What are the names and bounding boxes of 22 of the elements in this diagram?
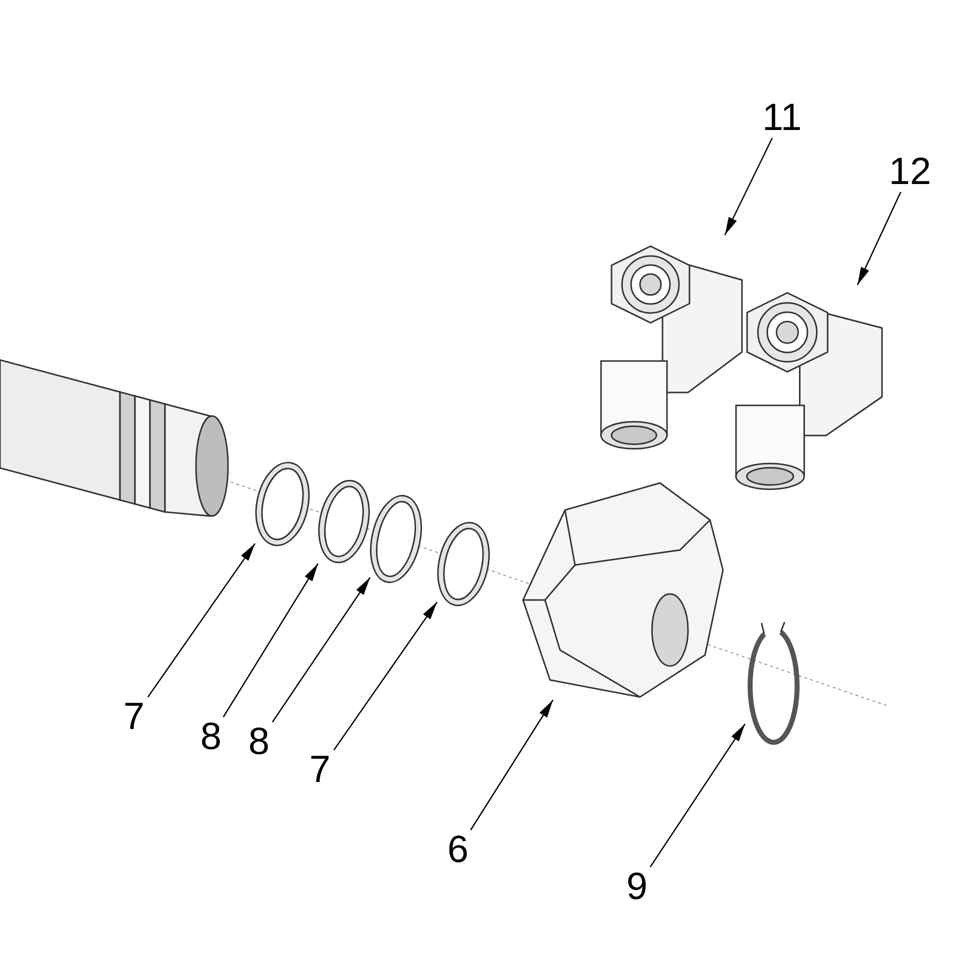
o-ring-drawing [437,520,490,608]
leader-line [650,724,746,868]
hex-nut-drawing [520,480,725,700]
callout-number: 11 [760,98,804,138]
o-ring-drawing [255,460,310,548]
callout-number: 9 [623,867,651,907]
leader-line [272,577,371,722]
leader-line [470,700,554,830]
leader-line [222,563,319,718]
leader-line [724,138,773,236]
leader-line [333,602,438,750]
retaining-ring-drawing [745,620,800,745]
callout-number: 7 [306,750,334,790]
leader-line [147,543,256,698]
o-ring-drawing [318,478,370,565]
callout-number: 6 [444,830,472,870]
leader-line [856,192,902,286]
callout-number: 8 [197,717,225,757]
callout-number: 7 [120,697,148,737]
callout-number: 12 [888,152,932,192]
callout-number: 8 [245,722,273,762]
o-ring-drawing [370,493,422,585]
